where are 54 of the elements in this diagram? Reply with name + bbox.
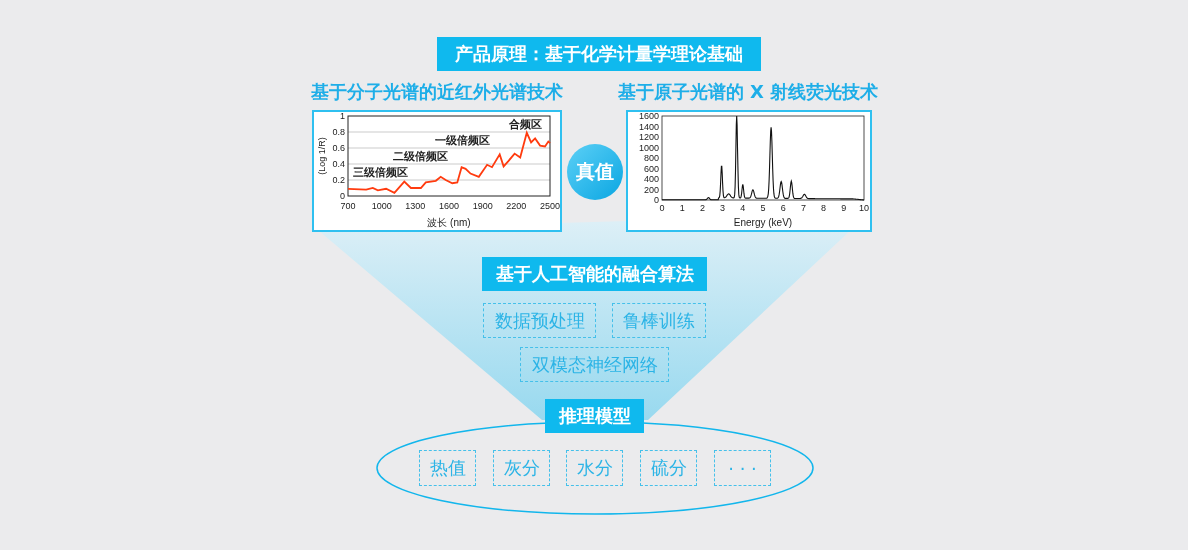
tick-label: 700 <box>340 201 356 211</box>
tick-label: 1900 <box>472 201 493 211</box>
tick-label: 1600 <box>439 201 459 211</box>
tick-label: 7 <box>800 203 806 213</box>
dashed-box: 双模态神经网络 <box>520 347 669 382</box>
tick-label: 1300 <box>405 201 426 211</box>
tick-label: 1 <box>679 203 685 213</box>
tick-label: 1000 <box>371 201 392 211</box>
dashed-box: · · · <box>714 450 771 486</box>
dashed-box: 硫分 <box>640 450 697 486</box>
tick-label: 0.6 <box>332 143 345 153</box>
tick-label: 1000 <box>638 143 659 152</box>
tick-label: 0.4 <box>332 159 345 169</box>
chart-heading: 基于原子光谱的 X 射线荧光技术 <box>616 80 880 104</box>
tick-label: 6 <box>780 203 786 213</box>
axis-label: Energy (keV) <box>733 218 793 228</box>
dashed-box: 数据预处理 <box>483 303 596 338</box>
tick-label: 9 <box>841 203 847 213</box>
tick-label: 400 <box>643 174 659 184</box>
heading-box: 推理模型 <box>545 399 644 433</box>
tick-label: 2 <box>699 203 705 213</box>
tick-label: 1200 <box>638 132 659 142</box>
region-label: 一级倍频区 <box>433 134 491 146</box>
tick-label: 0 <box>654 195 659 205</box>
tick-label: 200 <box>643 185 659 194</box>
tick-label: 8 <box>821 203 827 213</box>
tick-label: 2500 <box>540 201 560 211</box>
axis-label: (Log 1/R) <box>317 137 327 175</box>
tick-label: 0 <box>340 191 345 201</box>
title-box: 产品原理：基于化学计量学理论基础 <box>437 37 761 71</box>
tick-label: 1400 <box>638 122 659 131</box>
tick-label: 600 <box>643 164 659 173</box>
chart-heading: 基于分子光谱的近红外光谱技术 <box>310 80 564 104</box>
circle-badge: 真值 <box>567 144 623 200</box>
dashed-box: 鲁棒训练 <box>612 303 706 338</box>
tick-label: 5 <box>760 203 766 213</box>
tick-label: 800 <box>643 153 659 163</box>
tick-label: 3 <box>720 203 726 213</box>
dashed-box: 灰分 <box>493 450 550 486</box>
axis-label: 波长 (nm) <box>427 218 471 228</box>
region-label: 三级倍频区 <box>351 166 409 178</box>
tick-label: 0.8 <box>332 127 345 137</box>
region-label: 合频区 <box>507 118 543 130</box>
tick-label: 0 <box>659 203 665 213</box>
heading-box: 基于人工智能的融合算法 <box>482 257 707 291</box>
tick-label: 10 <box>859 203 869 213</box>
tick-label: 0.2 <box>332 175 345 185</box>
tick-label: 1 <box>340 111 345 121</box>
tick-label: 2200 <box>506 201 527 211</box>
dashed-box: 水分 <box>566 450 623 486</box>
region-label: 二级倍频区 <box>391 150 449 162</box>
tick-label: 4 <box>740 203 746 213</box>
tick-label: 1600 <box>638 111 659 121</box>
dashed-box: 热值 <box>419 450 476 486</box>
